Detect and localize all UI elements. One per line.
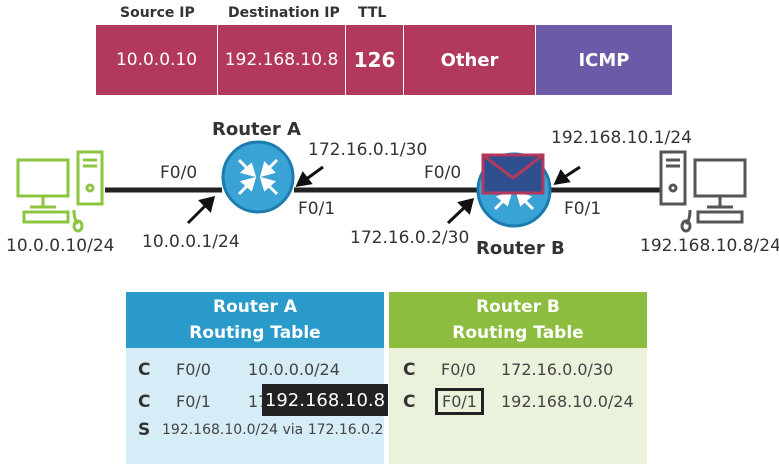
route-network: 192.168.10.0/24 xyxy=(501,392,634,411)
router-a-right-iface: F0/1 xyxy=(298,199,336,219)
router-b-table-header: Router B Routing Table xyxy=(389,292,647,348)
router-a-table-subtitle: Routing Table xyxy=(189,323,321,343)
packet-source-ip-value: 10.0.0.10 xyxy=(115,50,198,70)
router-b-table-title: Router B xyxy=(476,297,560,317)
router-b-left-iface: F0/0 xyxy=(424,163,462,183)
router-a-table-header: Router A Routing Table xyxy=(126,292,384,348)
packet-ttl: 126 xyxy=(346,25,404,95)
destination-lookup-value: 192.168.10.8 xyxy=(264,389,386,411)
router-b-name: Router B xyxy=(476,238,565,259)
pc-left-icon xyxy=(16,150,104,233)
pc-right-icon xyxy=(659,150,747,233)
route-code: C xyxy=(138,360,151,380)
source-ip-header: Source IP xyxy=(120,5,195,21)
router-b-route-row-2: C F0/1 192.168.10.0/24 xyxy=(403,388,634,415)
router-a-route-row-3: S 192.168.10.0/24 via 172.16.0.2 xyxy=(138,420,383,440)
router-a-right-ip: 172.16.0.1/30 xyxy=(308,140,428,160)
packet-other: Other xyxy=(404,25,536,95)
router-a-left-ip: 10.0.0.1/24 xyxy=(142,232,240,252)
pointer-arrows xyxy=(186,165,581,225)
packet-protocol: ICMP xyxy=(536,25,672,95)
router-a-routing-table: Router A Routing Table C F0/0 10.0.0.0/2… xyxy=(126,292,384,464)
route-iface-highlighted: F0/1 xyxy=(435,388,484,415)
router-a-icon xyxy=(221,140,295,214)
packet-source-ip: 10.0.0.10 xyxy=(96,25,218,95)
route-code: C xyxy=(403,360,416,380)
packet-destination-ip-value: 192.168.10.8 xyxy=(224,50,339,70)
route-iface: F0/0 xyxy=(441,360,476,379)
router-a-name: Router A xyxy=(212,119,301,140)
route-network: 172.16.0.0/30 xyxy=(501,360,614,379)
router-a-route-row-2: C F0/1 17 xyxy=(138,392,268,412)
route-code: S xyxy=(138,420,151,440)
ttl-header: TTL xyxy=(358,5,387,21)
destination-lookup-tooltip: 192.168.10.8 xyxy=(262,384,388,416)
topology-diagram xyxy=(16,140,747,233)
router-a-left-iface: F0/0 xyxy=(160,163,198,183)
pc-right-ip: 192.168.10.8/24 xyxy=(640,236,779,256)
router-b-left-ip: 172.16.0.2/30 xyxy=(350,228,470,248)
router-b-right-ip: 192.168.10.1/24 xyxy=(551,128,692,148)
route-detail: 192.168.10.0/24 via 172.16.0.2 xyxy=(162,422,384,438)
packet-ttl-value: 126 xyxy=(353,48,396,72)
envelope-icon xyxy=(481,153,545,195)
router-b-right-iface: F0/1 xyxy=(564,199,602,219)
packet-destination-ip: 192.168.10.8 xyxy=(218,25,346,95)
route-network: 10.0.0.0/24 xyxy=(248,360,340,379)
route-code: C xyxy=(138,392,151,412)
route-iface: F0/0 xyxy=(176,360,211,379)
packet-protocol-label: ICMP xyxy=(578,49,630,71)
route-code: C xyxy=(403,392,416,412)
destination-ip-header: Destination IP xyxy=(228,5,340,21)
router-a-table-title: Router A xyxy=(213,297,297,317)
packet-other-label: Other xyxy=(440,49,499,71)
router-b-routing-table: Router B Routing Table C F0/0 172.16.0.0… xyxy=(389,292,647,464)
router-b-route-row-1: C F0/0 172.16.0.0/30 xyxy=(403,360,613,380)
route-iface: F0/1 xyxy=(176,392,211,411)
pc-left-ip: 10.0.0.10/24 xyxy=(6,236,115,256)
router-b-table-subtitle: Routing Table xyxy=(452,323,584,343)
router-a-route-row-1: C F0/0 10.0.0.0/24 xyxy=(138,360,340,380)
